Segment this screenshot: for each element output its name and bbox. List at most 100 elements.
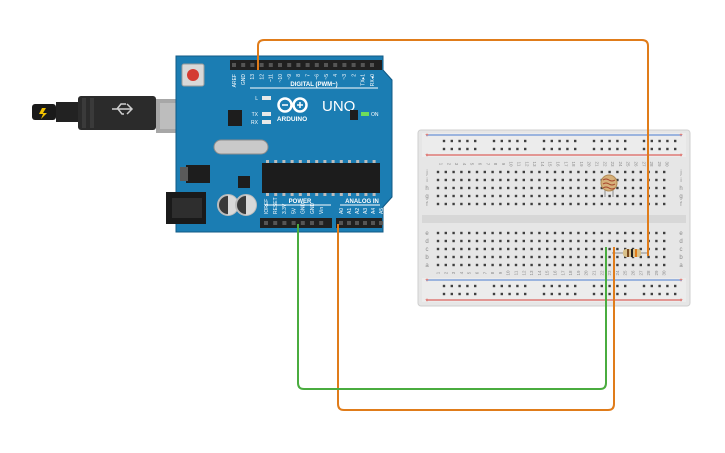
rail-hole[interactable] [592,147,596,151]
breadboard-hole[interactable] [522,178,525,182]
breadboard-hole[interactable] [452,194,455,198]
breadboard-hole[interactable] [468,263,471,267]
breadboard-hole[interactable] [507,194,510,198]
breadboard-hole[interactable] [663,186,666,190]
breadboard-hole[interactable] [546,170,549,174]
breadboard-hole[interactable] [538,170,541,174]
breadboard-hole[interactable] [452,178,455,182]
breadboard-hole[interactable] [483,239,486,243]
rail-hole[interactable] [442,147,446,151]
rail-hole[interactable] [666,292,669,296]
breadboard-hole[interactable] [522,202,525,206]
breadboard-hole[interactable] [546,263,549,267]
breadboard-hole[interactable] [624,255,627,259]
breadboard-hole[interactable] [483,186,486,190]
breadboard-hole[interactable] [577,247,580,251]
rail-hole[interactable] [558,292,561,296]
rail-hole[interactable] [666,284,669,288]
breadboard-hole[interactable] [499,178,502,182]
breadboard-hole[interactable] [592,263,596,267]
breadboard-hole[interactable] [585,202,588,206]
breadboard-hole[interactable] [561,239,564,243]
rail-hole[interactable] [474,139,477,143]
breadboard-hole[interactable] [475,194,479,198]
header-pin[interactable] [342,63,347,67]
breadboard-hole[interactable] [561,178,564,182]
rail-hole[interactable] [600,139,603,143]
header-pin[interactable] [333,63,338,67]
breadboard-hole[interactable] [631,194,635,198]
rail-hole[interactable] [450,292,453,296]
breadboard-hole[interactable] [639,202,642,206]
header-pin[interactable] [314,63,319,67]
header-pin[interactable] [232,63,236,67]
breadboard-hole[interactable] [616,247,619,251]
rail-hole[interactable] [542,284,546,288]
breadboard-hole[interactable] [608,263,611,267]
breadboard-hole[interactable] [569,255,572,259]
breadboard-hole[interactable] [522,186,525,190]
header-pin[interactable] [305,63,310,67]
rail-hole[interactable] [642,292,646,296]
breadboard-hole[interactable] [639,170,642,174]
rail-hole[interactable] [650,147,653,151]
rail-hole[interactable] [466,147,469,151]
header-pin[interactable] [268,63,273,67]
header-pin[interactable] [370,63,374,67]
breadboard-hole[interactable] [585,186,588,190]
rail-hole[interactable] [566,292,569,296]
breadboard-hole[interactable] [452,255,455,259]
breadboard-hole[interactable] [538,263,541,267]
breadboard-hole[interactable] [624,231,627,235]
breadboard-hole[interactable] [444,247,447,251]
breadboard-hole[interactable] [600,239,603,243]
breadboard-hole[interactable] [631,231,635,235]
breadboard-hole[interactable] [475,255,479,259]
rail-hole[interactable] [508,284,511,288]
breadboard-hole[interactable] [468,247,471,251]
rail-hole[interactable] [566,147,569,151]
breadboard-hole[interactable] [655,186,658,190]
wire-orange-analog[interactable] [337,224,615,411]
breadboard-hole[interactable] [585,247,588,251]
breadboard-hole[interactable] [514,194,518,198]
breadboard-hole[interactable] [499,239,502,243]
breadboard-hole[interactable] [530,194,533,198]
breadboard-hole[interactable] [647,263,650,267]
rail-hole[interactable] [674,284,677,288]
breadboard-hole[interactable] [553,170,557,174]
rail-hole[interactable] [624,292,627,296]
breadboard-hole[interactable] [631,202,635,206]
breadboard-hole[interactable] [507,202,510,206]
breadboard-hole[interactable] [631,263,635,267]
rail-hole[interactable] [666,139,669,143]
breadboard-hole[interactable] [624,247,627,251]
breadboard-hole[interactable] [530,231,533,235]
header-pin[interactable] [250,63,255,67]
breadboard-hole[interactable] [553,194,557,198]
breadboard-hole[interactable] [499,186,502,190]
breadboard-hole[interactable] [514,255,518,259]
breadboard-hole[interactable] [475,263,479,267]
breadboard-hole[interactable] [553,202,557,206]
breadboard-hole[interactable] [452,186,455,190]
rail-hole[interactable] [650,284,653,288]
breadboard-hole[interactable] [491,178,494,182]
header-pin[interactable] [264,221,268,225]
rail-hole[interactable] [542,147,546,151]
breadboard-hole[interactable] [460,247,463,251]
breadboard-hole[interactable] [444,194,447,198]
breadboard-hole[interactable] [608,247,611,251]
rail-hole[interactable] [516,147,519,151]
rail-hole[interactable] [616,139,619,143]
rail-hole[interactable] [624,139,627,143]
rail-hole[interactable] [458,292,461,296]
rail-hole[interactable] [566,284,569,288]
breadboard-hole[interactable] [553,186,557,190]
breadboard-hole[interactable] [475,239,479,243]
header-pin[interactable] [379,221,383,225]
breadboard-hole[interactable] [491,186,494,190]
breadboard-hole[interactable] [577,186,580,190]
